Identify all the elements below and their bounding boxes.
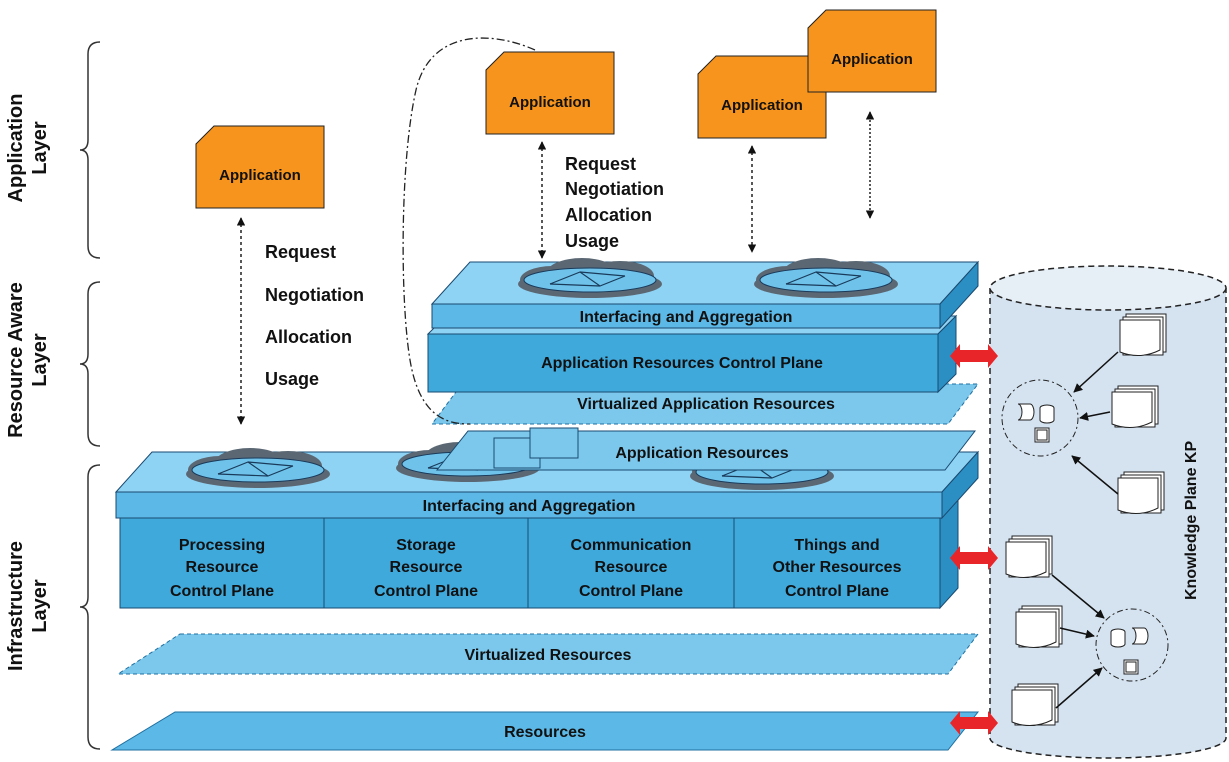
svg-text:Application Resources Control: Application Resources Control Plane (541, 355, 823, 372)
svg-text:Request: Request (265, 242, 336, 262)
kp-upper-cluster (1001, 313, 1167, 515)
communication-control-plane: Communication Resource Control Plane (571, 537, 692, 600)
layer-label-application: Application Layer (5, 94, 51, 203)
svg-text:Allocation: Allocation (265, 327, 352, 347)
svg-text:Other Resources: Other Resources (773, 559, 902, 576)
things-control-plane: Things and Other Resources Control Plane (773, 537, 902, 600)
svg-text:Request: Request (565, 154, 636, 174)
svg-text:Interfacing and Aggregation: Interfacing and Aggregation (580, 309, 793, 326)
svg-text:Storage: Storage (396, 537, 456, 554)
request-words-top: Request Negotiation Allocation Usage (565, 154, 664, 251)
application-box-center: Application (485, 51, 615, 135)
resource-aware-interfacing-slab: Interfacing and Aggregation (430, 260, 980, 330)
svg-text:Resource Aware: Resource Aware (5, 282, 27, 438)
svg-text:Virtualized Resources: Virtualized Resources (465, 647, 632, 664)
svg-text:Things and: Things and (794, 537, 879, 554)
svg-text:Resource: Resource (390, 559, 463, 576)
svg-text:Processing: Processing (179, 537, 265, 554)
svg-text:Communication: Communication (571, 537, 692, 554)
kp-lower-cluster (1005, 535, 1169, 727)
svg-text:Resource: Resource (186, 559, 259, 576)
request-words-left: Request Negotiation Allocation Usage (265, 242, 364, 389)
svg-text:Control Plane: Control Plane (579, 583, 683, 600)
svg-text:Layer: Layer (29, 333, 51, 387)
svg-text:Layer: Layer (29, 579, 51, 633)
svg-text:Negotiation: Negotiation (565, 179, 664, 199)
svg-text:Control Plane: Control Plane (785, 583, 889, 600)
svg-text:Control Plane: Control Plane (170, 583, 274, 600)
svg-text:Usage: Usage (565, 231, 619, 251)
layer-label-infrastructure: Infrastructure Layer (5, 541, 51, 671)
kp-double-arrow-top (950, 344, 998, 368)
svg-text:Application Resources: Application Resources (615, 445, 788, 462)
svg-text:Negotiation: Negotiation (265, 285, 364, 305)
layer-braces (79, 41, 101, 750)
application-resources-plane: Application Resources (435, 427, 977, 471)
application-box-right-back: Application (697, 55, 827, 139)
svg-text:Application: Application (219, 167, 301, 184)
svg-text:Resources: Resources (504, 724, 586, 741)
virtualized-resources-plane: Virtualized Resources (116, 633, 979, 675)
svg-text:Control Plane: Control Plane (374, 583, 478, 600)
app-grouping-curve (402, 37, 536, 425)
storage-control-plane: Storage Resource Control Plane (374, 537, 478, 600)
svg-text:Usage: Usage (265, 369, 319, 389)
processing-control-plane: Processing Resource Control Plane (170, 537, 274, 600)
resources-plane: Resources (110, 711, 980, 751)
svg-text:Infrastructure: Infrastructure (5, 541, 27, 671)
svg-text:Allocation: Allocation (565, 205, 652, 225)
svg-text:Layer: Layer (29, 121, 51, 175)
kp-double-arrow-middle (950, 546, 998, 570)
svg-text:Application: Application (721, 97, 803, 114)
knowledge-plane-label: Knowledge Plane KP (1183, 441, 1200, 600)
vertical-arrows (236, 111, 875, 425)
application-box-left: Application (195, 125, 325, 209)
application-box-right-front: Application (807, 9, 937, 93)
layer-label-resource-aware: Resource Aware Layer (5, 282, 51, 438)
svg-text:Application: Application (831, 51, 913, 68)
svg-text:Interfacing and Aggregation: Interfacing and Aggregation (423, 498, 636, 515)
svg-text:Resource: Resource (595, 559, 668, 576)
svg-text:Application: Application (5, 94, 27, 203)
svg-text:Application: Application (509, 94, 591, 111)
svg-text:Virtualized Application Resour: Virtualized Application Resources (577, 396, 835, 413)
